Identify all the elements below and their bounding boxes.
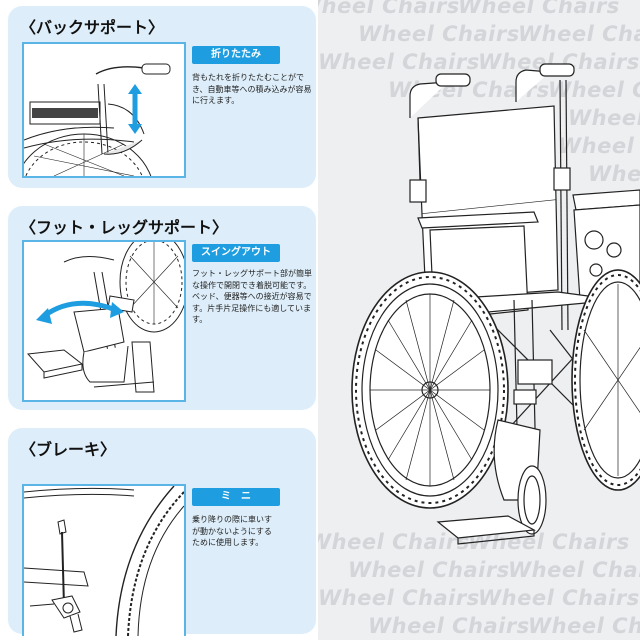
section-title: 〈ブレーキ〉 xyxy=(20,440,117,459)
product-illustration-panel: Wheel Chairs Wheel Chairs Wheel Chairs W… xyxy=(318,0,640,640)
watermark-text: Wheel Chairs xyxy=(528,614,640,638)
back-support-card: 〈バックサポート〉 xyxy=(8,6,316,188)
watermark-text: Wheel Chairs xyxy=(458,0,620,18)
watermark-text: Wheel Chairs xyxy=(348,558,510,582)
watermark-text: Wheel Chairs xyxy=(318,530,470,554)
feature-description: フット・レッグサポート部が簡単な操作で開閉でき着脱可能です。ベッド、便器等への接… xyxy=(192,269,312,324)
watermark-text: Wheel Chairs xyxy=(358,22,520,46)
watermark-text: Wheel Chairs xyxy=(588,162,640,186)
watermark-text: Wheel Chairs xyxy=(478,586,640,610)
watermark-text: Wheel Chairs xyxy=(518,22,640,46)
feature-description: 乗り降りの際に車いすが動かないようにするために使用します。 xyxy=(192,515,272,547)
feature-badge: スイングアウト xyxy=(192,244,280,262)
section-title: 〈バックサポート〉 xyxy=(20,18,165,37)
back-support-image xyxy=(22,42,186,178)
watermark-text: Wheel Chairs xyxy=(318,50,480,74)
watermark-text: Wheel Chairs xyxy=(368,614,530,638)
feature-badge: ミ ニ xyxy=(192,488,280,506)
foot-leg-support-image xyxy=(22,240,186,402)
brake-image xyxy=(22,484,186,636)
up-down-arrow-icon xyxy=(128,84,142,134)
feature-description: 背もたれを折りたたむことができ、自動車等への積み込みが容易に行えます。 xyxy=(192,73,312,105)
watermark-text: Wheel Chairs xyxy=(318,586,480,610)
section-title: 〈フット・レッグサポート〉 xyxy=(20,218,229,237)
watermark-text: Wheel Chairs xyxy=(508,558,640,582)
watermark-text: Wheel Chairs xyxy=(318,0,460,18)
swing-arrow-icon xyxy=(36,300,124,324)
brake-card: 〈ブレーキ〉 ミ ニ 乗り降りの際に車いすが動かないようにするために使用します。 xyxy=(8,428,316,636)
foot-leg-support-card: 〈フット・レッグサポート〉 xyxy=(8,206,316,410)
wheelchair-illustration xyxy=(351,63,640,545)
feature-badge: 折りたたみ xyxy=(192,46,280,64)
watermark-text: Wheel Chairs xyxy=(568,106,640,130)
watermark-text: Wheel Chairs xyxy=(548,78,640,102)
watermark-text: Wheel Chairs xyxy=(558,134,640,158)
